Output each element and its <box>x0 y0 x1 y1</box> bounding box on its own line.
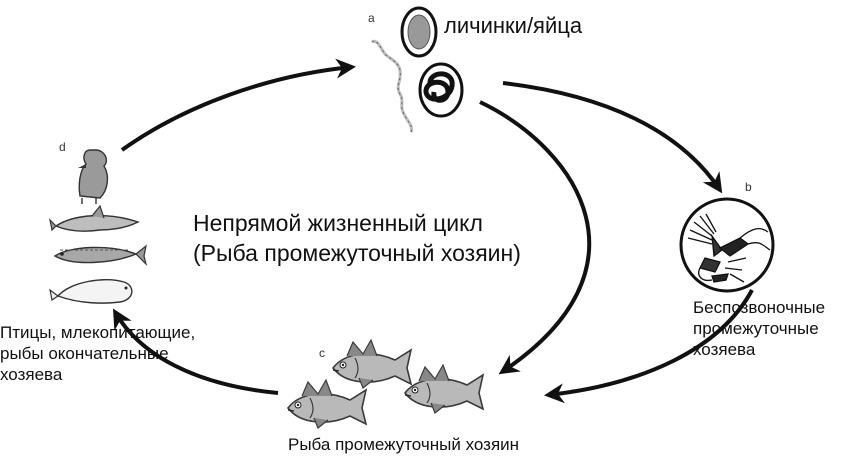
mackerel-icon <box>53 244 148 266</box>
dolphin-icon <box>49 204 140 232</box>
cycle-arrows <box>112 58 754 404</box>
fish-group <box>287 339 484 429</box>
stage-a-label: личинки/яйца <box>444 13 583 38</box>
larva-in-egg-icon <box>418 62 464 118</box>
diagram-title-line2: (Рыба промежуточный хозяин) <box>193 240 521 266</box>
stage-letter-a: a <box>368 11 375 25</box>
stage-letter-b: b <box>745 180 752 194</box>
stage-letter-d: d <box>59 140 66 154</box>
stage-c-label: Рыба промежуточный хозяин <box>288 435 520 454</box>
fish-icon <box>332 339 412 389</box>
stage-letter-c: c <box>319 346 325 360</box>
fish-icon <box>287 379 367 429</box>
stage-b-label: Беспозвоночные промежуточные хозяева <box>693 298 826 359</box>
cycle-arrow-icon <box>120 58 356 152</box>
larva-icon <box>371 39 414 133</box>
definitive-hosts-illustration <box>49 149 148 304</box>
diagram-title-line1: Непрямой жизненный цикл <box>193 210 483 236</box>
fish-icon <box>404 364 484 414</box>
egg-icon <box>400 6 438 58</box>
cycle-arrow-icon <box>544 289 754 404</box>
stage-d-label: Птицы, млекопитающие, рыбы окончательные… <box>0 323 196 384</box>
seal-icon <box>49 279 133 304</box>
bird-icon <box>78 149 109 204</box>
cycle-arrow-icon <box>479 100 592 375</box>
larva-eggs-illustration <box>371 6 464 133</box>
cycle-arrow-icon <box>112 308 279 395</box>
invertebrates-icon <box>679 197 775 293</box>
cycle-arrow-icon <box>502 81 723 194</box>
